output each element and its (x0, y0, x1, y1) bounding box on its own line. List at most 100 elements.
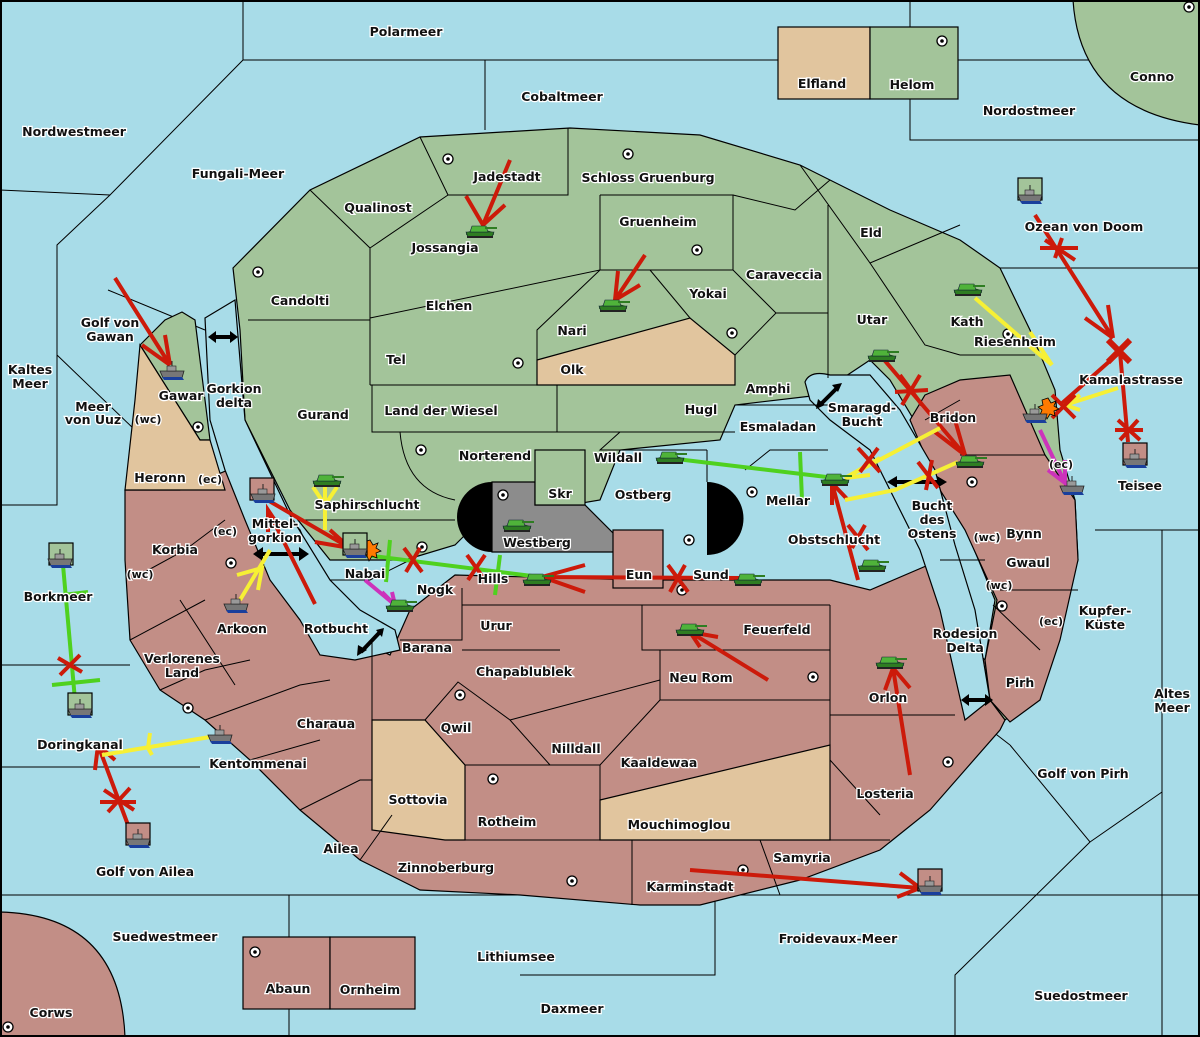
failed-order-x-icon (100, 786, 136, 814)
territory-conno[interactable] (1072, 0, 1200, 126)
label-gwaul-wc: (wc) (986, 579, 1013, 592)
label-neu-rom: Neu Rom (669, 670, 732, 685)
order-move-arrow (1033, 213, 1115, 340)
supply-center-marker (512, 357, 524, 369)
label-eld: Eld (860, 225, 882, 240)
label-korbia-ec: (ec) (213, 525, 237, 538)
label-rodesion-delta-2: Delta (946, 640, 984, 655)
supply-center-marker (182, 702, 194, 714)
impassable-west (457, 482, 492, 552)
label-kaaldewaa: Kaaldewaa (621, 755, 698, 770)
label-elfland: Elfland (798, 76, 846, 91)
label-golf-von-pirh: Golf von Pirh (1037, 766, 1128, 781)
label-jossangia: Jossangia (410, 240, 478, 255)
supply-center-marker (691, 244, 703, 256)
order-move-arrow (464, 159, 512, 229)
label-meer-von-uuz-1: Meer (75, 399, 111, 414)
failed-order-x-icon (894, 373, 929, 407)
label-heronn: Heronn (134, 470, 186, 485)
label-mittelgorkion-2: gorkion (248, 530, 302, 545)
label-jadestadt: Jadestadt (472, 169, 540, 184)
territory-heronn[interactable] (124, 343, 226, 491)
label-qualinost: Qualinost (344, 200, 411, 215)
failed-order-x-icon (846, 523, 870, 552)
order-support-arrow (973, 296, 1054, 367)
label-borkmeer: Borkmeer (24, 589, 94, 604)
label-rotheim: Rotheim (478, 814, 537, 829)
label-korbia-wc: (wc) (127, 568, 154, 581)
label-karminstadt: Karminstadt (646, 879, 733, 894)
double-arrow-icon (816, 383, 842, 409)
label-utar: Utar (857, 312, 889, 327)
supply-center-marker (249, 946, 261, 958)
label-norterend: Norterend (459, 448, 531, 463)
label-nordostmeer: Nordostmeer (983, 103, 1076, 118)
order-support-arrow (236, 548, 272, 602)
impassable-east (707, 482, 744, 555)
label-ostberg: Ostberg (615, 487, 672, 502)
label-golf-von-gawan-1: Golf von (81, 315, 140, 330)
label-zinnoberburg: Zinnoberburg (398, 860, 494, 875)
label-arkoon: Arkoon (217, 621, 267, 636)
label-hugl: Hugl (685, 402, 718, 417)
label-bynn-wc: (wc) (974, 531, 1001, 544)
label-golf-von-gawan-2: Gawan (86, 329, 134, 344)
label-rotbucht: Rotbucht (304, 621, 368, 636)
label-suedwestmeer: Suedwestmeer (113, 929, 219, 944)
label-elchen: Elchen (426, 298, 473, 313)
label-feuerfeld: Feuerfeld (743, 622, 810, 637)
label-eun: Eun (626, 567, 652, 582)
label-suedostmeer: Suedostmeer (1034, 988, 1128, 1003)
label-gawar-wc: (wc) (135, 413, 162, 426)
label-kentommenai: Kentommenai (209, 756, 307, 771)
label-kaltes-meer-2: Meer (12, 376, 48, 391)
label-altes-meer-2: Meer (1154, 700, 1190, 715)
label-corws: Corws (30, 1005, 73, 1020)
supply-center-marker (966, 476, 978, 488)
label-skr: Skr (548, 486, 572, 501)
label-doringkanal: Doringkanal (37, 737, 123, 752)
label-bucht-des-ostens-1: Bucht (912, 498, 953, 513)
order-move-arrow (113, 276, 172, 367)
label-polarmeer: Polarmeer (370, 24, 444, 39)
label-froidevaux-meer: Froidevaux-Meer (779, 931, 898, 946)
territory-skr[interactable] (534, 449, 586, 506)
label-ozean-von-doom: Ozean von Doom (1025, 219, 1144, 234)
label-barana: Barana (402, 640, 452, 655)
label-smaragd-bucht-2: Bucht (842, 414, 883, 429)
label-pirh: Pirh (1006, 675, 1035, 690)
supply-center-marker (936, 35, 948, 47)
order-support-arrow (844, 460, 959, 502)
label-conno: Conno (1130, 69, 1175, 84)
label-gorkion-delta-2: delta (216, 395, 252, 410)
order-hold-line (51, 564, 101, 701)
label-ailea: Ailea (323, 841, 358, 856)
supply-center-marker (497, 489, 509, 501)
label-kamalastrasse: Kamalastrasse (1079, 372, 1183, 387)
label-gawar: Gawar (159, 388, 205, 403)
label-teisee: Teisee (1118, 478, 1162, 493)
sea-inner-east (804, 372, 991, 722)
label-gruenheim: Gruenheim (619, 214, 696, 229)
territory-ornheim[interactable] (329, 936, 416, 1010)
label-saphirschlucht: Saphirschlucht (315, 497, 420, 512)
label-qwil: Qwil (441, 720, 472, 735)
label-abaun: Abaun (266, 981, 311, 996)
label-kupfer-kueste-1: Kupfer- (1079, 603, 1132, 618)
double-arrow-icon (961, 694, 993, 706)
territory-elfland[interactable] (777, 26, 871, 100)
supply-center-marker (252, 266, 264, 278)
label-heronn-ec: (ec) (198, 473, 222, 486)
label-lithiumsee: Lithiumsee (477, 949, 555, 964)
label-olk: Olk (560, 362, 584, 377)
label-altes-meer-1: Altes (1154, 686, 1190, 701)
supply-center-marker (415, 444, 427, 456)
label-nabai: Nabai (345, 566, 386, 581)
territory-corws[interactable] (0, 911, 126, 1037)
label-gwaul: Gwaul (1006, 555, 1049, 570)
label-nordwestmeer: Nordwestmeer (22, 124, 127, 139)
failed-order-x-icon (666, 563, 690, 594)
label-cobaltmeer: Cobaltmeer (521, 89, 603, 104)
